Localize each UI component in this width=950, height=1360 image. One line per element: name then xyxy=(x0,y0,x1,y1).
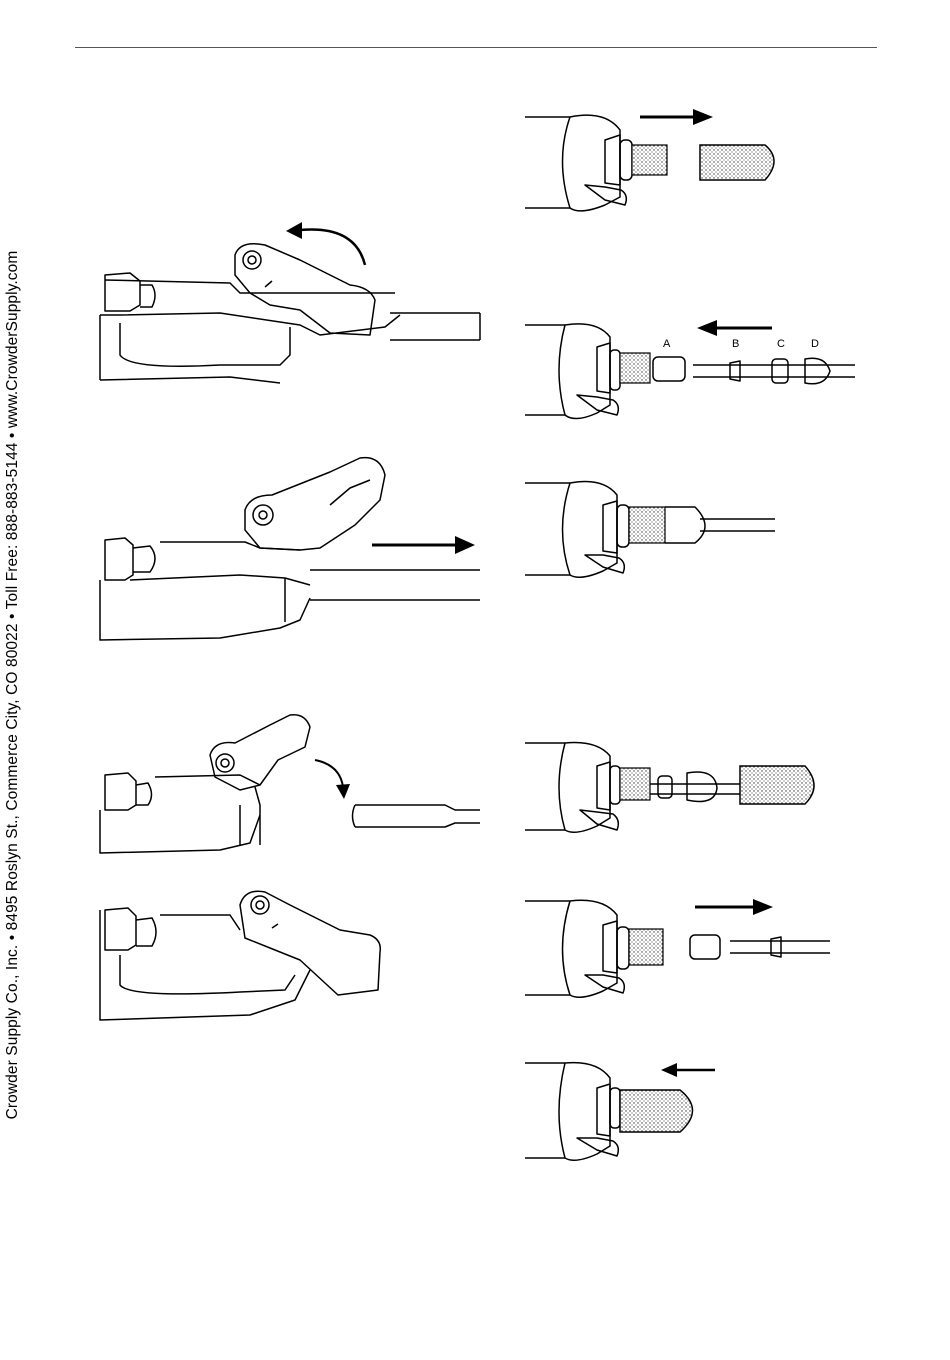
arrow-left-icon xyxy=(661,1063,715,1077)
figure-rod-withdraw xyxy=(525,895,835,1005)
part-label-c: C xyxy=(777,338,785,350)
figure-cap-removal xyxy=(525,105,790,220)
figure-lever-open xyxy=(100,450,485,645)
arrow-right-icon xyxy=(695,899,773,915)
arrow-right-icon xyxy=(640,109,713,125)
part-label-b: B xyxy=(732,338,739,350)
figure-parts-exploded: A B C D xyxy=(525,315,860,425)
figure-cap-reinstall xyxy=(525,1058,745,1168)
arrow-right-icon xyxy=(372,536,475,554)
curved-arrow-icon xyxy=(315,760,350,799)
part-label-d: D xyxy=(811,338,819,350)
figure-lever-release xyxy=(100,705,485,860)
figure-lever-closed xyxy=(100,880,390,1025)
arrow-left-icon xyxy=(697,320,772,336)
figure-lever-rotate xyxy=(100,215,485,390)
sidebar-contact-text: Crowder Supply Co., Inc. • 8495 Roslyn S… xyxy=(4,251,22,1120)
header-rule xyxy=(75,47,877,48)
figure-parts-lined-up xyxy=(525,738,830,838)
figure-cap-assembled xyxy=(525,475,785,580)
part-label-a: A xyxy=(663,338,671,350)
